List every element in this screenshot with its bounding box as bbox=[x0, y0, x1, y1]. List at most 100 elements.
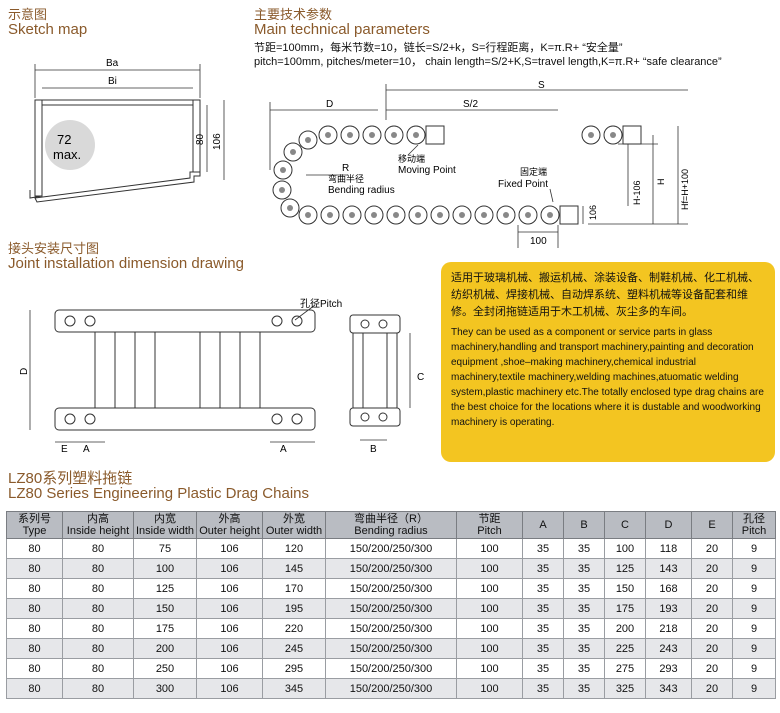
table-cell: 35 bbox=[522, 658, 564, 679]
bi-label: Bi bbox=[108, 76, 117, 87]
table-cell: 170 bbox=[262, 578, 326, 599]
table-cell: 9 bbox=[732, 638, 776, 659]
joint-a-label: A bbox=[83, 444, 90, 455]
table-cell: 150/200/250/300 bbox=[325, 658, 457, 679]
description-panel: 适用于玻璃机械、搬运机械、涂装设备、制鞋机械、化工机械、纺织机械、焊接机械、自动… bbox=[441, 262, 775, 462]
bend-en: Bending radius bbox=[328, 185, 395, 196]
table-cell: 80 bbox=[6, 558, 63, 579]
joint-title-cn: 接头安装尺寸图 bbox=[8, 241, 100, 256]
bend-cn: 弯曲半径 bbox=[328, 173, 364, 184]
col-e: E bbox=[691, 511, 733, 539]
table-cell: 243 bbox=[645, 638, 692, 659]
table-cell: 35 bbox=[522, 558, 564, 579]
params-line-en: pitch=100mm, pitches/meter=10， chain len… bbox=[254, 56, 722, 68]
table-cell: 295 bbox=[262, 658, 326, 679]
d-label: D bbox=[326, 99, 333, 110]
h106-label: 106 bbox=[212, 133, 223, 150]
ba-label: Ba bbox=[106, 58, 119, 69]
series-title-en: LZ80 Series Engineering Plastic Drag Cha… bbox=[8, 485, 309, 502]
moving-cn: 移动端 bbox=[398, 153, 425, 164]
joint-drawing: 孔径Pitch D E A A C B bbox=[19, 297, 424, 455]
moving-en: Moving Point bbox=[398, 165, 456, 176]
table-cell: 20 bbox=[691, 558, 733, 579]
table-cell: 80 bbox=[6, 678, 63, 699]
table-cell: 9 bbox=[732, 578, 776, 599]
table-cell: 150/200/250/300 bbox=[325, 638, 457, 659]
table-cell: 118 bbox=[645, 538, 692, 559]
table-cell: 300 bbox=[133, 678, 197, 699]
max-number: 72 bbox=[57, 132, 71, 147]
table-cell: 80 bbox=[62, 538, 134, 559]
table-cell: 80 bbox=[62, 618, 134, 639]
table-cell: 80 bbox=[6, 658, 63, 679]
table-cell: 80 bbox=[6, 538, 63, 559]
table-cell: 100 bbox=[604, 538, 646, 559]
table-cell: 100 bbox=[456, 538, 523, 559]
joint-a2-label: A bbox=[280, 444, 287, 455]
fixed-cn: 固定端 bbox=[520, 166, 547, 177]
table-cell: 20 bbox=[691, 678, 733, 699]
table-cell: 200 bbox=[133, 638, 197, 659]
table-cell: 150/200/250/300 bbox=[325, 578, 457, 599]
description-cn: 适用于玻璃机械、搬运机械、涂装设备、制鞋机械、化工机械、纺织机械、焊接机械、自动… bbox=[451, 272, 759, 318]
table-cell: 100 bbox=[456, 558, 523, 579]
table-cell: 145 bbox=[262, 558, 326, 579]
table-cell: 80 bbox=[62, 558, 134, 579]
fixed-en: Fixed Point bbox=[498, 179, 548, 190]
s2-label: S/2 bbox=[463, 99, 478, 110]
table-cell: 150/200/250/300 bbox=[325, 678, 457, 699]
table-cell: 35 bbox=[522, 638, 564, 659]
table-cell: 20 bbox=[691, 578, 733, 599]
table-cell: 106 bbox=[196, 678, 263, 699]
series-title-cn: LZ80系列塑料拖链 bbox=[8, 470, 133, 487]
table-cell: 106 bbox=[196, 638, 263, 659]
table-cell: 293 bbox=[645, 658, 692, 679]
table-cell: 150/200/250/300 bbox=[325, 618, 457, 639]
table-cell: 80 bbox=[62, 658, 134, 679]
table-cell: 150/200/250/300 bbox=[325, 538, 457, 559]
table-cell: 35 bbox=[563, 678, 605, 699]
table-cell: 20 bbox=[691, 658, 733, 679]
table-cell: 195 bbox=[262, 598, 326, 619]
table-cell: 100 bbox=[456, 658, 523, 679]
chain-diagram: S S/2 D R 弯曲半径 Bending radius 移动端 Moving… bbox=[269, 80, 690, 248]
joint-title-en: Joint installation dimension drawing bbox=[8, 255, 244, 272]
table-cell: 9 bbox=[732, 538, 776, 559]
table-cell: 80 bbox=[6, 638, 63, 659]
joint-c-label: C bbox=[417, 372, 424, 383]
pitch-label: 孔径Pitch bbox=[300, 297, 342, 310]
table-cell: 35 bbox=[563, 598, 605, 619]
table-cell: 80 bbox=[62, 598, 134, 619]
table-cell: 150 bbox=[604, 578, 646, 599]
table-cell: 106 bbox=[196, 558, 263, 579]
table-cell: 106 bbox=[196, 618, 263, 639]
params-line-cn: 节距=100mm，每米节数=10，链长=S/2+k，S=行程距离，K=π.R+ … bbox=[254, 42, 623, 54]
col-b: B bbox=[563, 511, 605, 539]
table-cell: 245 bbox=[262, 638, 326, 659]
table-cell: 9 bbox=[732, 598, 776, 619]
max-text: max. bbox=[53, 147, 81, 162]
table-cell: 35 bbox=[522, 538, 564, 559]
table-cell: 106 bbox=[196, 538, 263, 559]
table-cell: 35 bbox=[522, 618, 564, 639]
table-cell: 80 bbox=[62, 678, 134, 699]
table-cell: 143 bbox=[645, 558, 692, 579]
table-cell: 35 bbox=[522, 598, 564, 619]
table-cell: 80 bbox=[6, 618, 63, 639]
table-cell: 75 bbox=[133, 538, 197, 559]
table-cell: 100 bbox=[456, 638, 523, 659]
table-cell: 275 bbox=[604, 658, 646, 679]
table-cell: 35 bbox=[522, 578, 564, 599]
params-title-en: Main technical parameters bbox=[254, 21, 430, 38]
table-cell: 20 bbox=[691, 618, 733, 639]
